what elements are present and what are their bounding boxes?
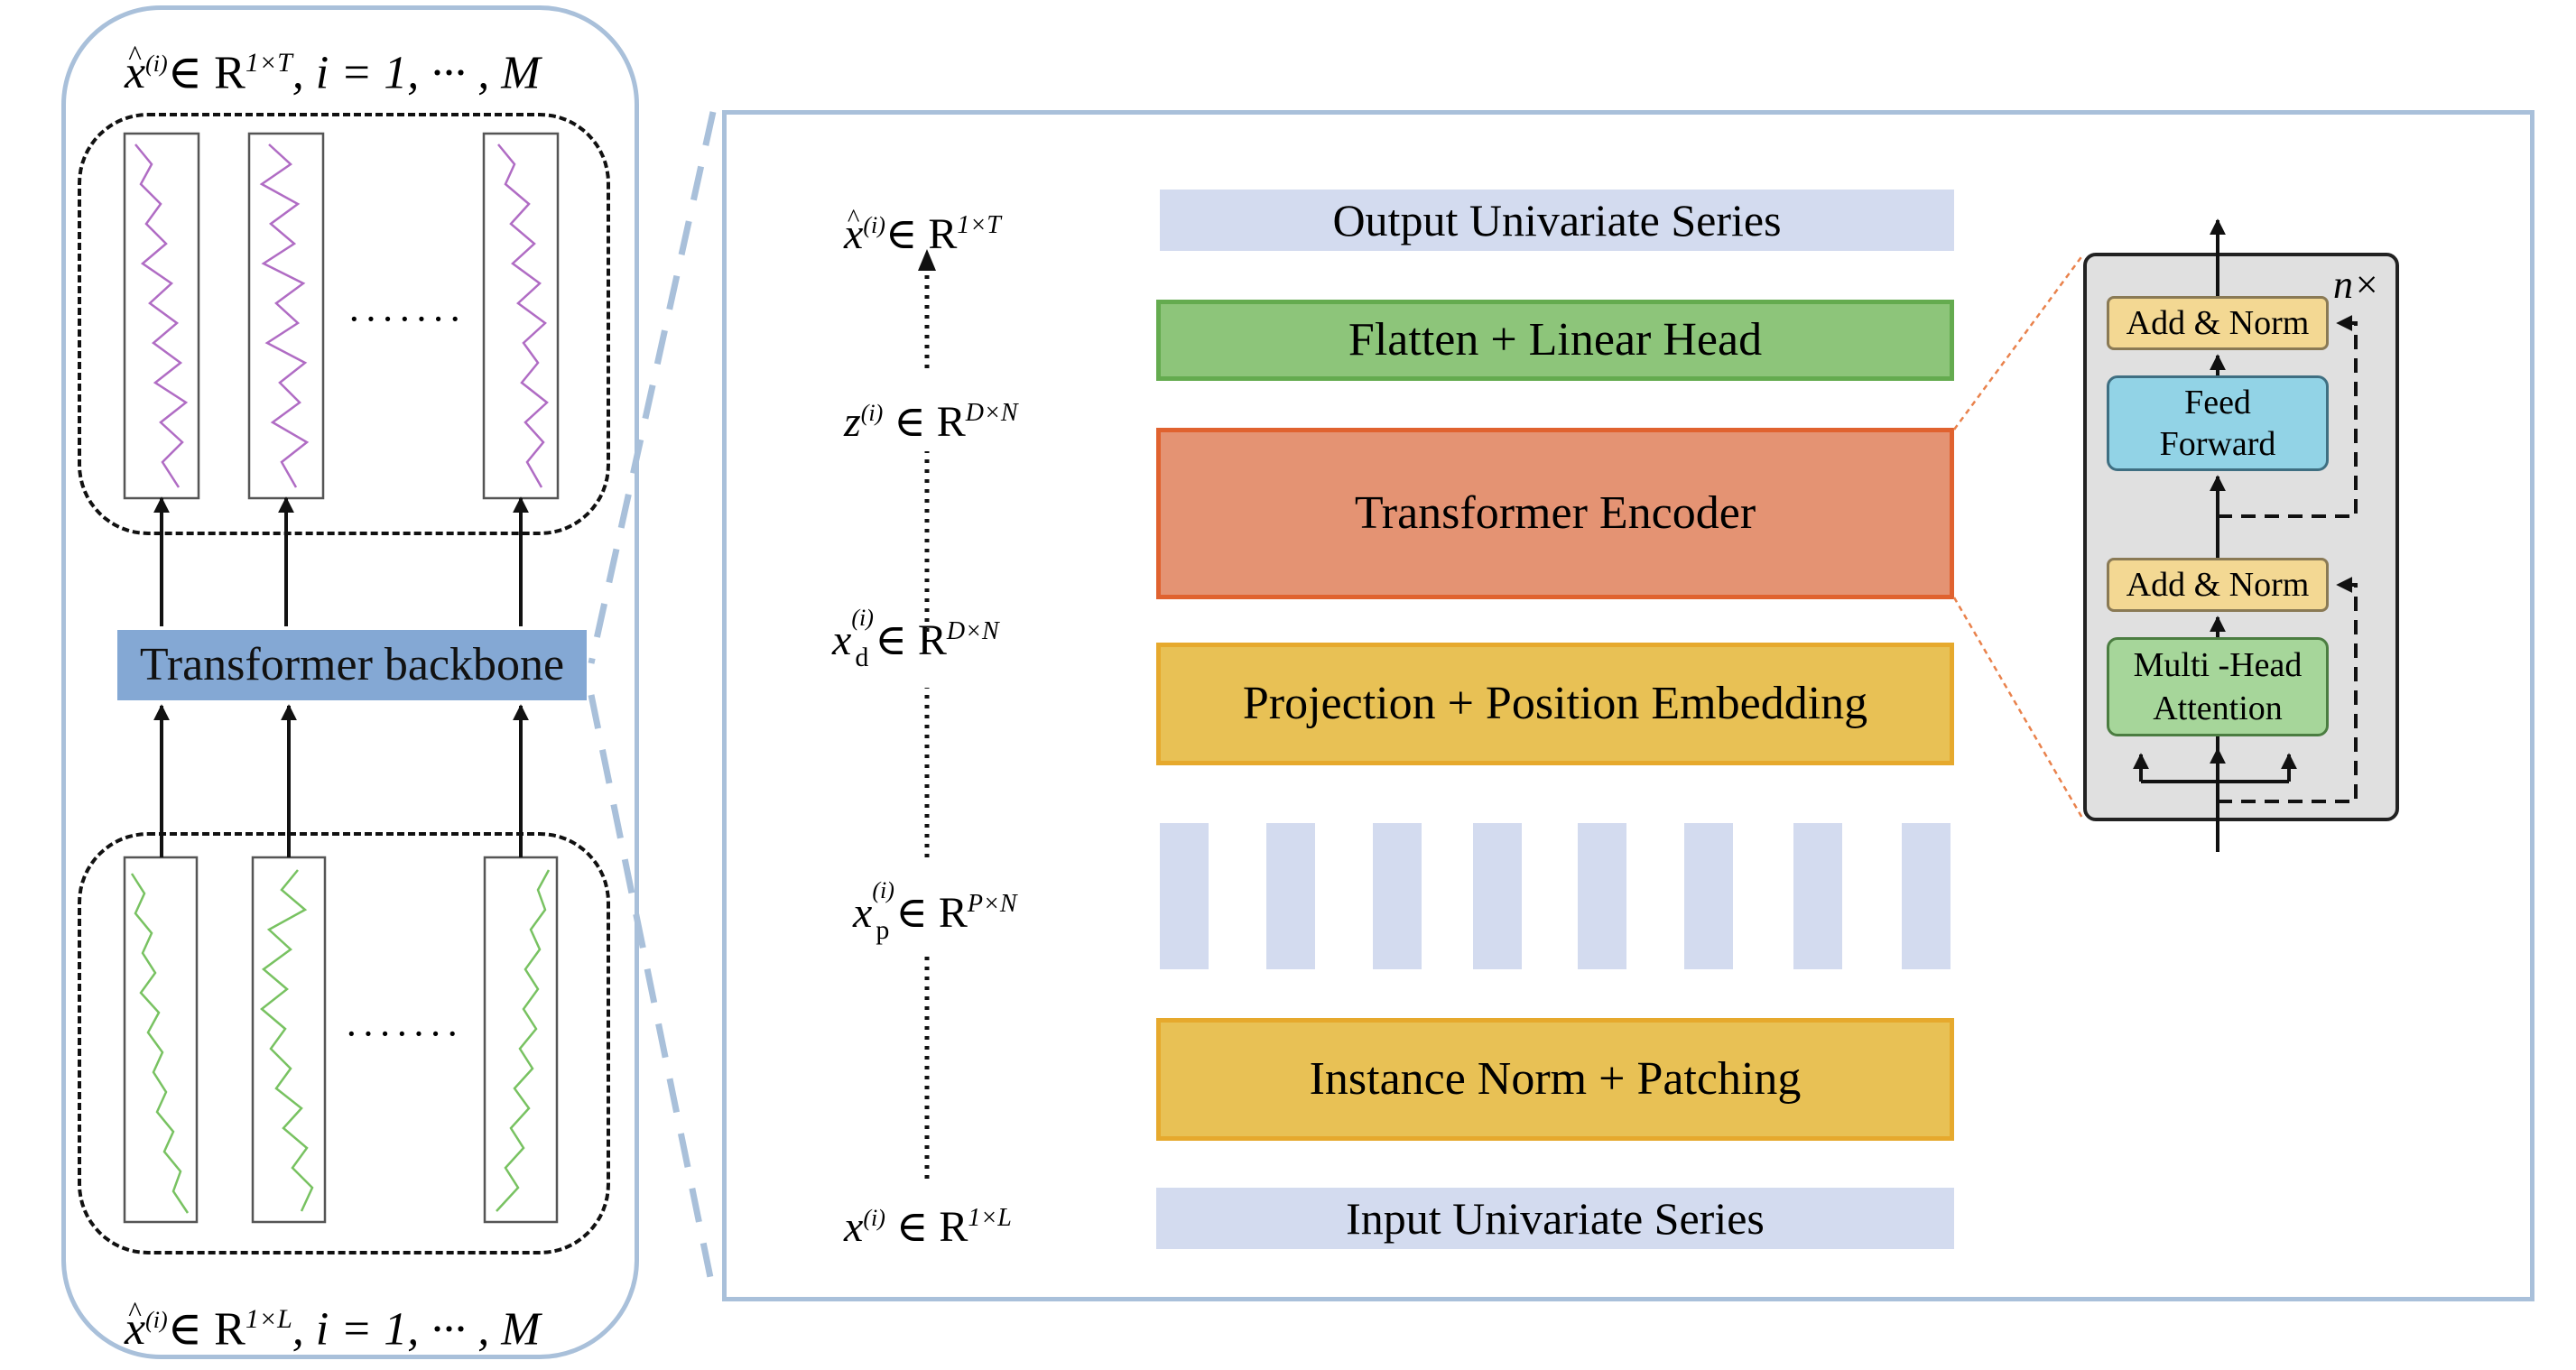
main-panel xyxy=(722,110,2534,1301)
patch xyxy=(1684,823,1733,969)
patch xyxy=(1793,823,1842,969)
feed-forward-block: Feed Forward xyxy=(2107,375,2329,471)
dim-label-latent: z(i) ∈ RD×N xyxy=(844,398,1018,446)
bottom-formula: ^x(i)∈ R1×L, i = 1, ··· , M xyxy=(125,1283,630,1356)
top-formula: ^x(i)∈ R1×T, i = 1, ··· , M xyxy=(125,27,630,99)
dim-label-input: x(i) ∈ R1×L xyxy=(844,1203,1012,1251)
patch xyxy=(1266,823,1315,969)
patch xyxy=(1373,823,1422,969)
patch xyxy=(1160,823,1209,969)
dim-label-patches: x(i)p∈ RP×N xyxy=(853,876,1017,945)
hat-symbol: ^ xyxy=(847,204,860,234)
top-series-group xyxy=(78,113,610,535)
patch xyxy=(1578,823,1626,969)
top-ellipsis: ······· xyxy=(347,297,466,341)
add-norm-bottom: Add & Norm xyxy=(2107,558,2329,612)
hat-symbol: ^ xyxy=(128,1295,142,1328)
dim-label-embedded: x(i)d∈ RD×N xyxy=(832,604,999,672)
add-norm-top: Add & Norm xyxy=(2107,296,2329,350)
output-series-block: Output Univariate Series xyxy=(1160,190,1954,251)
patches-row xyxy=(1160,823,1954,969)
instance-norm-block: Instance Norm + Patching xyxy=(1156,1018,1954,1141)
transformer-backbone: Transformer backbone xyxy=(117,630,587,700)
multi-head-attention-block: Multi -Head Attention xyxy=(2107,637,2329,736)
bottom-ellipsis: ······· xyxy=(345,1012,463,1056)
left-panel xyxy=(61,5,639,1359)
patch xyxy=(1902,823,1951,969)
hat-symbol: ^ xyxy=(128,39,142,71)
repeat-label: n× xyxy=(2333,263,2380,307)
transformer-encoder-block: Transformer Encoder xyxy=(1156,428,1954,599)
bottom-series-group xyxy=(78,832,610,1254)
linear-head-block: Flatten + Linear Head xyxy=(1156,300,1954,381)
projection-block: Projection + Position Embedding xyxy=(1156,643,1954,765)
input-series-block: Input Univariate Series xyxy=(1156,1188,1954,1249)
patch xyxy=(1473,823,1522,969)
dim-label-output: ^x(i)∈ R1×T xyxy=(844,190,1001,262)
